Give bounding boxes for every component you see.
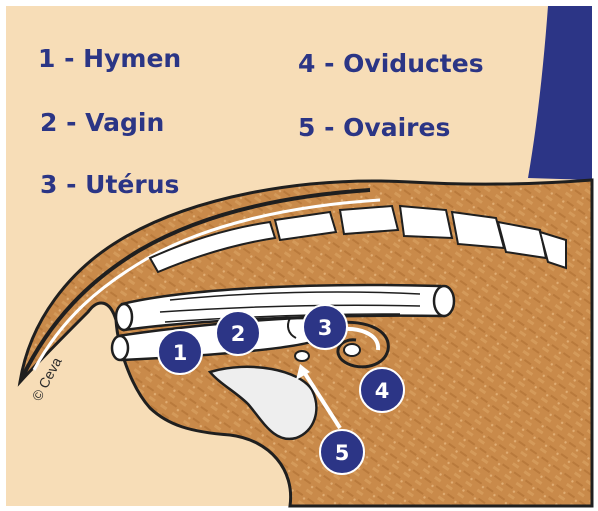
marker-2: 2 — [216, 311, 260, 355]
legend-item-oviductes: 4 - Oviductes — [298, 49, 484, 78]
marker-1: 1 — [158, 330, 202, 374]
legend-item-uterus: 3 - Utérus — [40, 170, 179, 199]
legend-item-ovaires: 5 - Ovaires — [298, 113, 450, 142]
marker-4-label: 4 — [375, 379, 390, 403]
marker-5: 5 — [320, 430, 364, 474]
marker-4: 4 — [360, 368, 404, 412]
marker-3: 3 — [303, 305, 347, 349]
legend-item-vagin: 2 - Vagin — [40, 108, 164, 137]
marker-3-label: 3 — [318, 316, 333, 340]
marker-1-label: 1 — [173, 341, 188, 365]
legend-item-hymen: 1 - Hymen — [38, 44, 181, 73]
marker-5-label: 5 — [335, 441, 350, 465]
marker-2-label: 2 — [231, 322, 246, 346]
